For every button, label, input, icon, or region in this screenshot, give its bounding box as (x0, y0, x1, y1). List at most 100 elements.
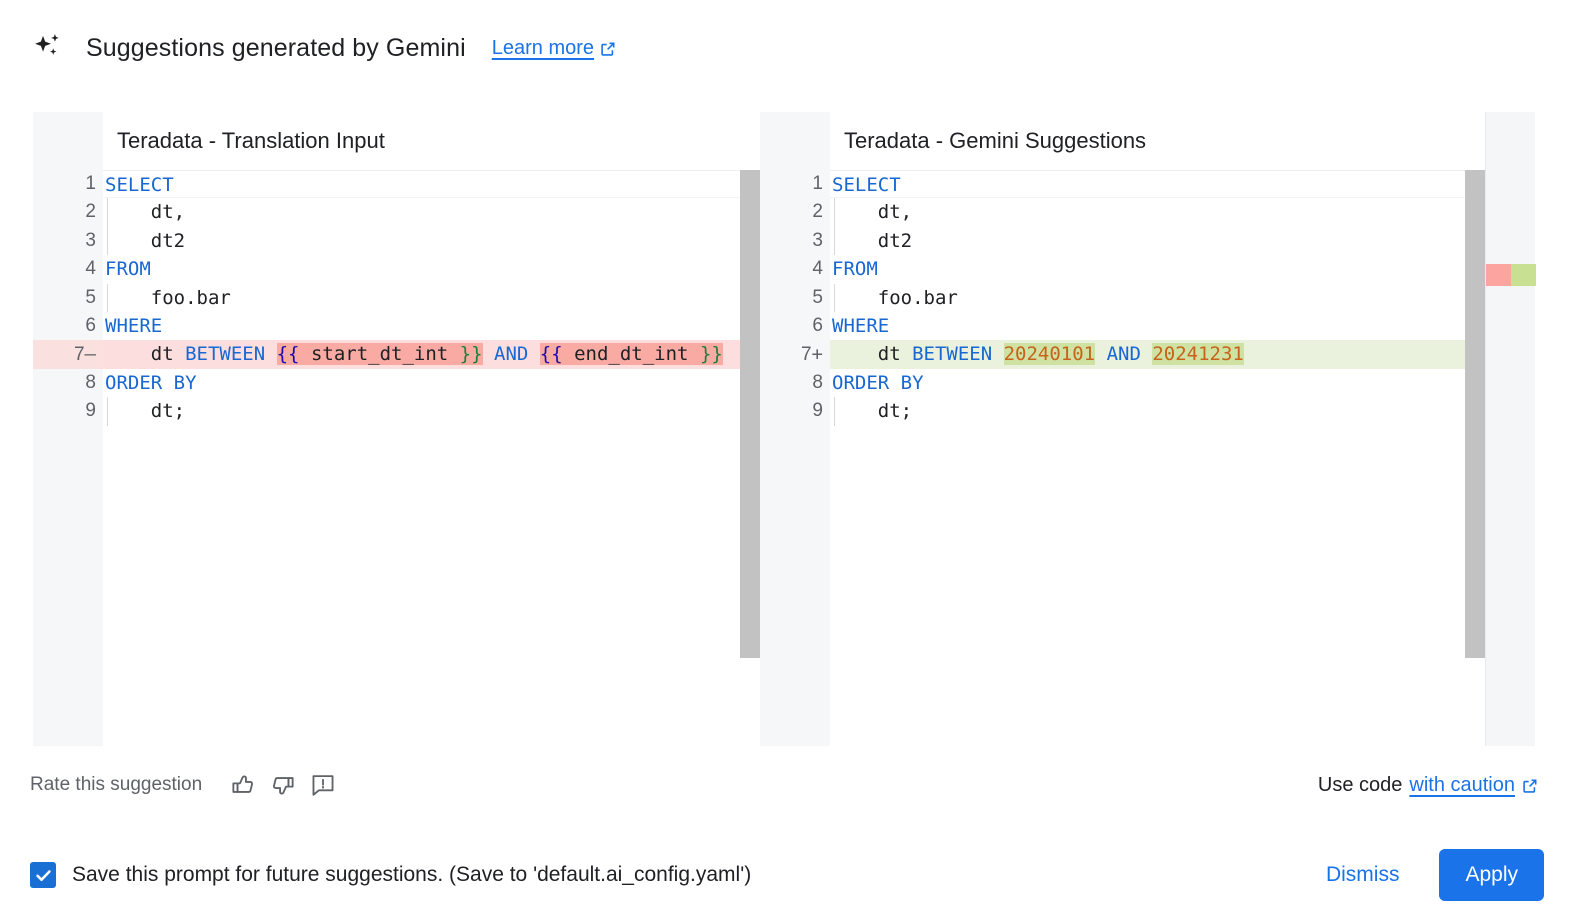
overview-marker-add (1511, 264, 1536, 286)
code-token: dt2 (105, 229, 186, 252)
pane-title-right: Teradata - Gemini Suggestions (844, 128, 1147, 153)
line-number: 3 (760, 226, 830, 256)
code-text: dt; (103, 397, 760, 426)
code-token: FROM (105, 258, 151, 281)
scrollbar-right[interactable] (1465, 112, 1485, 746)
learn-more-link[interactable]: Learn more (492, 37, 616, 60)
line-number: 2 (760, 198, 830, 227)
line-number: 9 (33, 397, 103, 426)
code-text: WHERE (103, 312, 760, 340)
sparkle-icon (30, 31, 64, 65)
overview-marker-delete (1486, 264, 1511, 286)
code-token: foo.bar (105, 286, 231, 309)
external-link-icon (600, 40, 616, 56)
save-prompt-row: Save this prompt for future suggestions.… (0, 862, 751, 888)
line-number: 3 (33, 226, 103, 256)
code-token: BETWEEN (185, 343, 266, 366)
code-token: dt, (832, 201, 913, 224)
code-text: SELECT (830, 170, 1465, 199)
diff-sign: — (84, 343, 96, 366)
code-token: WHERE (105, 314, 163, 337)
code-text: ORDER BY (830, 369, 1465, 397)
code-token (1141, 343, 1152, 365)
page-title: Suggestions generated by Gemini (86, 33, 466, 62)
code-line[interactable]: 5 foo.bar (33, 283, 760, 313)
code-text: dt, (830, 198, 1465, 228)
code-text: WHERE (830, 312, 1465, 340)
code-line[interactable]: 7— dt BETWEEN {{ start_dt_int }} AND {{ … (33, 340, 760, 369)
code-token: dt, (105, 201, 186, 224)
code-text: dt, (103, 198, 760, 228)
code-token: dt (832, 343, 913, 366)
report-icon[interactable] (310, 772, 336, 798)
line-number: 5 (760, 283, 830, 312)
use-code-label: Use code (1317, 773, 1403, 796)
apply-button[interactable]: Apply (1439, 849, 1544, 901)
scrollbar-left[interactable] (740, 112, 760, 746)
code-token: AND (1106, 343, 1141, 366)
code-token: }} (699, 343, 723, 366)
thumb-down-icon[interactable] (270, 772, 296, 798)
code-text: foo.bar (830, 283, 1465, 313)
dismiss-button[interactable]: Dismiss (1312, 853, 1414, 897)
code-token: start_dt_int (299, 343, 460, 366)
code-line[interactable]: 5 foo.bar (760, 283, 1465, 313)
code-text: dt BETWEEN 20240101 AND 20241231 (830, 340, 1465, 369)
diff-sign: + (811, 343, 823, 366)
scrollbar-thumb-right[interactable] (1465, 170, 1485, 658)
line-number: 4 (760, 255, 830, 284)
scrollbar-thumb-left[interactable] (740, 170, 760, 658)
thumb-up-icon[interactable] (230, 772, 256, 798)
code-token (992, 343, 1003, 365)
code-line[interactable]: 3 dt2 (760, 226, 1465, 256)
code-line[interactable]: 9 dt; (760, 397, 1465, 426)
code-token: SELECT (105, 174, 174, 196)
code-token (528, 343, 539, 365)
code-text: ORDER BY (103, 369, 760, 397)
line-number: 6 (33, 311, 103, 341)
line-number: 9 (760, 397, 830, 426)
code-text: dt2 (103, 226, 760, 256)
code-token: dt2 (832, 229, 913, 252)
code-line[interactable]: 7+ dt BETWEEN 20240101 AND 20241231 (760, 340, 1465, 369)
code-line[interactable]: 2 dt, (760, 198, 1465, 228)
line-number: 7— (33, 340, 103, 369)
code-token: dt (105, 343, 186, 366)
code-line[interactable]: 9 dt; (33, 397, 760, 426)
use-code-notice: Use code with caution (1318, 774, 1574, 797)
code-token: 20241231 (1152, 343, 1244, 366)
code-token: foo.bar (832, 286, 958, 309)
line-number: 5 (33, 283, 103, 312)
footer: Save this prompt for future suggestions.… (0, 832, 1574, 918)
with-caution-label: with caution (1409, 773, 1515, 796)
footer-actions: Dismiss Apply (1312, 849, 1574, 901)
rate-label: Rate this suggestion (30, 774, 203, 795)
code-line[interactable]: 2 dt, (33, 198, 760, 228)
learn-more-label: Learn more (491, 36, 595, 59)
rate-icon-group (230, 772, 336, 798)
code-token: WHERE (832, 314, 890, 337)
with-caution-link[interactable]: with caution (1409, 774, 1538, 797)
code-token (1095, 343, 1106, 365)
line-number: 8 (33, 368, 103, 398)
save-prompt-checkbox[interactable] (30, 862, 56, 888)
external-link-icon (1522, 777, 1538, 793)
overview-ruler[interactable] (1485, 112, 1536, 746)
line-number: 7+ (760, 340, 830, 369)
save-prompt-label: Save this prompt for future suggestions.… (72, 863, 752, 886)
code-text: FROM (830, 255, 1465, 283)
code-token: ORDER BY (832, 371, 924, 394)
code-line[interactable]: 3 dt2 (33, 226, 760, 256)
